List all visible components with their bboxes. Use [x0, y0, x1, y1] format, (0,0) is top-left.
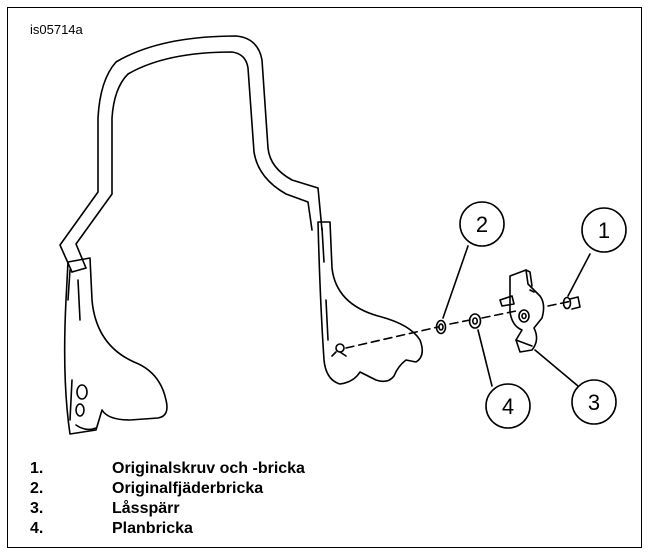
callout-circle-3 — [571, 379, 617, 425]
left-side-plate — [63, 257, 168, 435]
legend-label: Originalskruv och -bricka — [112, 460, 305, 477]
legend-number: 2. — [30, 480, 44, 497]
right-side-plate — [317, 221, 424, 385]
callout-number-4: 4 — [502, 394, 514, 419]
legend-item: 3. Låsspärr — [30, 499, 305, 519]
spring-washer — [435, 319, 447, 335]
callout-circle-4 — [485, 383, 531, 429]
callout-leaders — [442, 245, 591, 387]
callout-number-3: 3 — [588, 390, 600, 415]
flat-washer — [468, 313, 482, 329]
sissy-bar-frame — [59, 35, 323, 273]
callout-circle-1 — [581, 207, 627, 253]
figure-id: is05714a — [30, 22, 83, 37]
latch — [499, 269, 545, 353]
parts-legend: 1. Originalskruv och -bricka 2. Original… — [30, 459, 305, 539]
screw-and-washer — [562, 296, 581, 310]
callout-number-1: 1 — [598, 218, 610, 243]
legend-label: Låsspärr — [112, 500, 180, 517]
callout-circle-2 — [459, 201, 505, 247]
center-axis-line — [345, 300, 573, 349]
figure-frame — [7, 7, 642, 548]
legend-item: 2. Originalfjäderbricka — [30, 479, 305, 499]
legend-label: Planbricka — [112, 520, 193, 537]
callout-number-2: 2 — [476, 212, 488, 237]
legend-number: 1. — [30, 460, 44, 477]
legend-item: 4. Planbricka — [30, 519, 305, 539]
legend-number: 3. — [30, 500, 44, 517]
legend-item: 1. Originalskruv och -bricka — [30, 459, 305, 479]
legend-number: 4. — [30, 520, 44, 537]
legend-label: Originalfjäderbricka — [112, 480, 264, 497]
